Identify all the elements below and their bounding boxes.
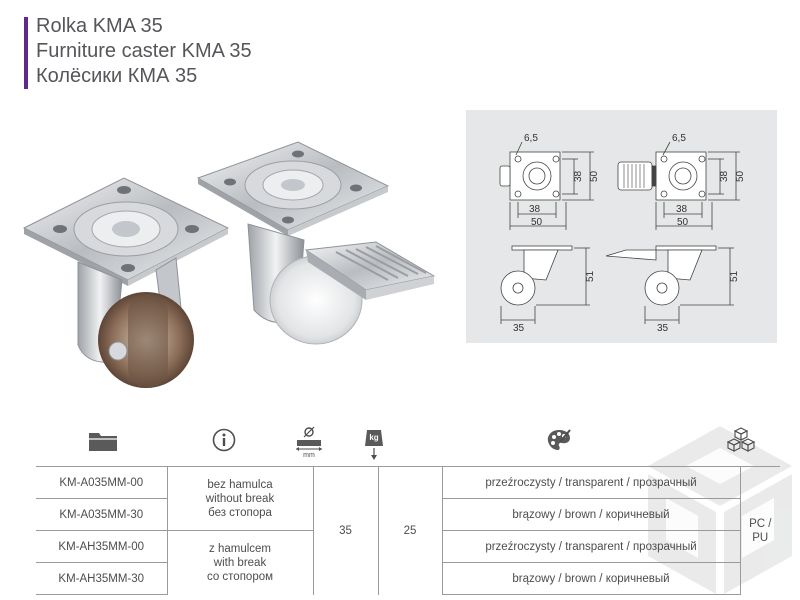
dim-38-right-h: 38 — [676, 204, 688, 215]
load-cell: 25 — [377, 466, 442, 595]
dim-51-right: 51 — [729, 270, 740, 282]
with-brake-en: with break — [213, 556, 267, 569]
title-russian: Колёсики КМА 35 — [36, 65, 198, 87]
material-cell: PC / PU — [739, 466, 780, 595]
with-brake-ru: со стопором — [206, 570, 274, 583]
hole-label-left: 6,5 — [524, 133, 538, 144]
spec-table: KM-A035MM-00 bez hamulca without break б… — [36, 466, 780, 595]
product-code-cell: KM-A035MM-00 — [36, 466, 167, 499]
with-brake-pl: z hamulcem — [209, 542, 271, 555]
color-cell: brązowy / brown / коричневый — [441, 562, 740, 595]
load-weight-icon: kg — [362, 426, 386, 462]
title-english: Furniture caster KMA 35 — [36, 40, 252, 62]
brake-info-cell-no-brake: bez hamulca without break без стопора — [166, 466, 313, 531]
no-brake-ru: без стопора — [208, 506, 272, 519]
dim-38-right-v: 38 — [719, 170, 730, 182]
table-row: KM-A035MM-00 bez hamulca without break б… — [36, 466, 780, 595]
palette-icon — [547, 429, 571, 450]
technical-drawing-panel: 6,5 38 50 6,5 38 50 35 35 38 50 38 50 51… — [466, 110, 777, 343]
dim-38-left-h: 38 — [529, 204, 541, 215]
dim-50-right-h: 50 — [677, 217, 689, 228]
column-icon-row: mm kg — [36, 424, 780, 464]
dim-50-right-v: 50 — [735, 170, 746, 182]
diameter-cell: 35 — [312, 466, 378, 595]
title-block: Rolka KMA 35 Furniture caster KMA 35 Кол… — [36, 14, 252, 89]
no-brake-en: without break — [205, 492, 275, 505]
color-cell: brązowy / brown / коричневый — [441, 498, 740, 531]
diameter-unit: mm — [303, 452, 315, 459]
product-photo — [22, 141, 436, 388]
dim-35-left: 35 — [513, 323, 525, 334]
table-row: KM-A035MM-30 brązowy / brown / коричневы… — [36, 498, 780, 531]
material-cubes-icon — [726, 427, 756, 452]
weight-symbol-icon — [365, 430, 383, 460]
info-icon — [212, 428, 236, 452]
color-cell: przeźroczysty / transparent / прозрачный — [441, 530, 740, 563]
technical-drawings: 6,5 38 50 6,5 38 50 35 35 38 50 38 50 51… — [499, 133, 746, 334]
folder-icon — [89, 433, 117, 451]
caster-with-brake — [196, 141, 436, 345]
title-accent-bar — [24, 17, 28, 89]
color-cell: przeźroczysty / transparent / прозрачный — [441, 466, 740, 499]
product-code-cell: KM-AH35MM-30 — [36, 562, 167, 595]
caster-without-brake — [22, 177, 230, 388]
title-polish: Rolka KMA 35 — [36, 15, 163, 37]
product-code-cell: KM-A035MM-30 — [36, 498, 167, 531]
hole-label-right: 6,5 — [672, 133, 686, 144]
table-row: KM-AH35MM-30 brązowy / brown / коричневы… — [36, 562, 780, 595]
wheel-diameter-icon: mm — [294, 426, 324, 464]
product-code-cell: KM-AH35MM-00 — [36, 530, 167, 563]
dim-50-left-h: 50 — [531, 217, 543, 228]
dim-51-left: 51 — [585, 270, 596, 282]
dim-35-right: 35 — [657, 323, 669, 334]
table-row: KM-AH35MM-00 z hamulcem with break со ст… — [36, 530, 780, 595]
brake-info-cell-with-brake: z hamulcem with break со стопором — [166, 530, 313, 595]
weight-unit: kg — [369, 433, 379, 442]
dim-38-left-v: 38 — [573, 170, 584, 182]
diameter-symbol-icon — [296, 426, 322, 451]
dim-50-left-v: 50 — [589, 170, 600, 182]
no-brake-pl: bez hamulca — [207, 478, 273, 491]
